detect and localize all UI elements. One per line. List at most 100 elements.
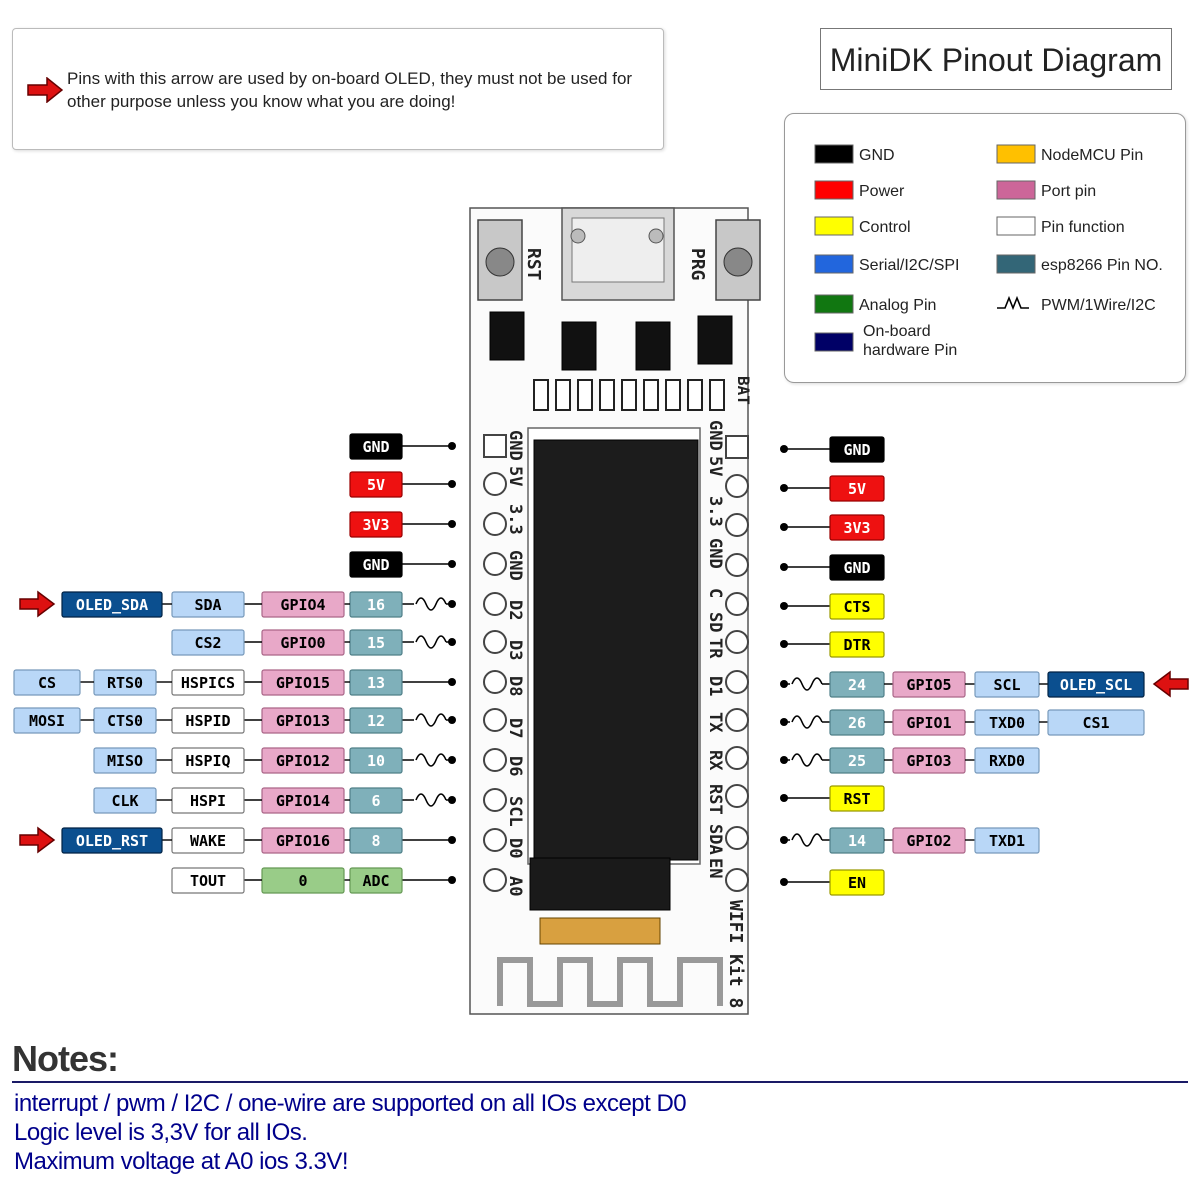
pin-tag-label: OLED_SCL [1060,676,1132,694]
pin-tag-label: SCL [993,676,1020,694]
pin-tag-label: 24 [848,676,866,694]
pin-tag-pwr [829,514,885,541]
pin-tag-label: 14 [848,832,866,850]
oled-warning-text: Pins with this arrow are used by on-boar… [67,69,633,111]
legend-label: Control [859,219,911,236]
silk-right-label: GND [705,420,725,451]
pin-tag-label: RXD0 [989,752,1025,770]
pin-tag-label: HSPICS [181,674,235,692]
legend-swatch [814,254,854,274]
pin-tag-ser [974,747,1040,774]
pad [725,826,749,850]
legend-item: Control [814,216,911,236]
legend-label: Serial/I2C/SPI [859,257,959,274]
pin-tag-label: 26 [848,714,866,732]
pad [483,472,507,496]
pin-tag-label: WAKE [190,832,226,850]
pin-tag-label: 5V [848,480,866,498]
pin-tag-label: GPIO5 [906,676,951,694]
pin-tag-gnd [349,551,403,578]
legend-label: NodeMCU Pin [1041,147,1143,164]
right-pin-row: DTR [780,631,885,658]
silk-right-label: SD [705,612,725,632]
legend-swatch [996,144,1036,164]
pin-tag-hw [61,827,163,854]
pad [725,784,749,808]
silk-right-label: EN [705,858,725,878]
silk-left-label: SCL [505,796,525,827]
pin-dot [448,836,456,844]
pwm-icon [791,753,823,767]
pwm-icon [791,677,823,691]
legend-item: PWM/1Wire/I2C [997,295,1156,314]
pin-tag-label: GPIO12 [276,752,330,770]
pin-tag-ser [974,827,1040,854]
pin-tag-label: 12 [367,712,385,730]
pcb-antenna [497,957,723,1007]
silk-right-label: C [705,588,725,598]
pin-tag-label: GPIO15 [276,674,330,692]
pwm-icon [415,793,447,807]
pin-tag-ctl [829,593,885,620]
pad [725,513,749,537]
right-pin-row: CTS [780,593,885,620]
oled-warning-box: Pins with this arrow are used by on-boar… [12,28,664,150]
left-pin-row: 5V [349,471,456,498]
pin-tag-label: DTR [843,636,871,654]
silk-right-label: GND [705,538,725,569]
usb-mount [570,228,586,244]
silk-left-label: 3.3 [505,504,525,535]
silk-left-label: 5V [505,466,525,486]
pin-tag-label: EN [848,874,866,892]
pad [483,592,507,616]
legend-swatch [814,332,854,352]
smd-component [621,379,637,411]
silk-left-label: D2 [505,600,525,620]
pad [483,512,507,536]
pin-tag-label: SDA [194,596,221,614]
legend-label: Power [859,183,905,200]
legend-label: Pin function [1041,219,1125,236]
pad [725,670,749,694]
pin-tag-pwr [829,475,885,502]
pin-tag-label: 25 [848,752,866,770]
left-pin-row: GND [349,433,456,460]
smd-component [577,379,593,411]
silk-right-label: 3.3 [705,496,725,527]
pin-tag-label: GPIO4 [280,596,325,614]
legend-swatch [814,294,854,314]
pin-tag-label: CLK [111,792,138,810]
silk-right-label: RX [705,750,725,771]
oled-screen [533,439,699,861]
legend-item: NodeMCU Pin [996,144,1143,164]
notes-divider [12,1081,1188,1083]
right-pin-row: EN [780,869,885,896]
pin-dot [448,480,456,488]
pad [725,708,749,732]
pin-tag-label: GND [362,438,389,456]
pin-tag-label: CS2 [194,634,221,652]
pad [483,670,507,694]
left-pin-row: 3V3 [349,511,456,538]
pin-tag-label: GND [843,441,870,459]
silk-rst: RST [523,248,544,281]
pin-tag-ser [93,787,157,814]
pin-tag-pwr [349,511,403,538]
legend-item: esp8266 Pin NO. [996,254,1163,274]
legend-label: PWM/1Wire/I2C [1041,297,1156,314]
legend-label: esp8266 Pin NO. [1041,257,1163,274]
silk-left-label: D3 [505,640,525,660]
pin-tag-gnd [349,433,403,460]
pin-tag-label: RST [843,790,870,808]
pin-tag-label: 15 [367,634,385,652]
pin-dot [448,796,456,804]
pin-tag-label: TXD0 [989,714,1025,732]
pin-tag-label: MISO [107,752,143,770]
